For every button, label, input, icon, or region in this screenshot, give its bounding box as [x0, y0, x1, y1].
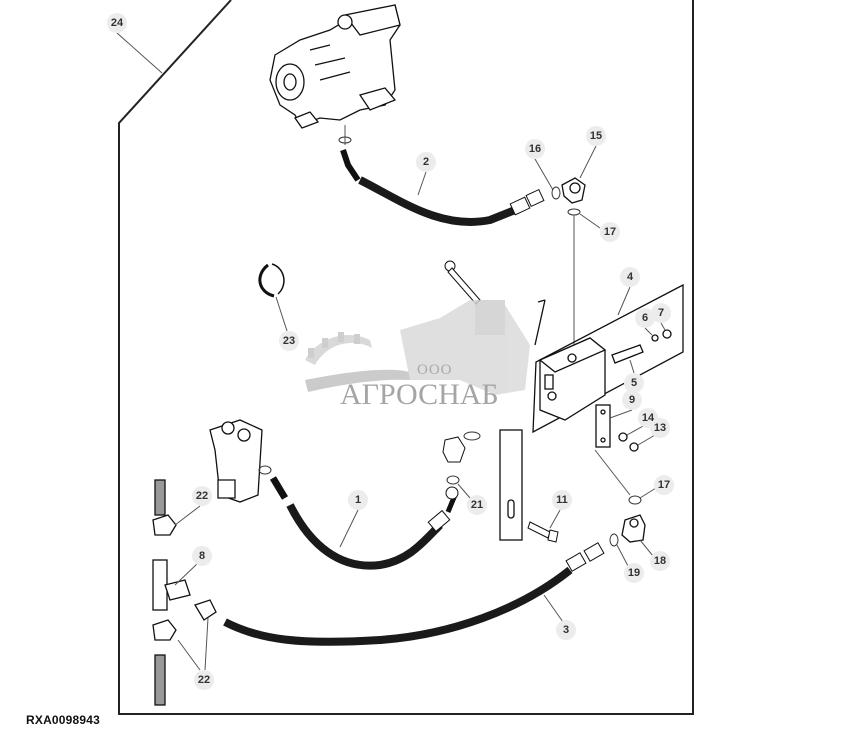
- callout-11: 11: [552, 490, 572, 510]
- hose-3-icon: [223, 542, 605, 646]
- callout-1: 1: [348, 490, 368, 510]
- callout-5: 5: [624, 373, 644, 393]
- callout-24: 24: [107, 13, 127, 33]
- callout-15: 15: [586, 126, 606, 146]
- bolt-icon: [444, 260, 481, 305]
- callout-22: 22: [194, 670, 214, 690]
- callout-3: 3: [556, 620, 576, 640]
- callout-6: 6: [635, 308, 655, 328]
- callout-2: 2: [416, 152, 436, 172]
- callout-23: 23: [279, 331, 299, 351]
- callout-18: 18: [650, 551, 670, 571]
- group-frame: [118, 0, 694, 715]
- elbow-fitting-15-icon: [561, 177, 586, 204]
- callout-8: 8: [192, 546, 212, 566]
- watermark-prefix: ООО: [417, 362, 453, 378]
- elbow-fitting-icon: [442, 436, 466, 463]
- valve-block-4-icon: [532, 283, 684, 434]
- elbow-fitting-18-icon: [621, 514, 646, 543]
- callout-9: 9: [622, 390, 642, 410]
- callout-19: 19: [624, 563, 644, 583]
- watermark-logo-icon: [305, 300, 530, 395]
- callout-4: 4: [620, 267, 640, 287]
- watermark-company-name: АГРОСНАБ: [340, 378, 499, 411]
- figure-id-label: RXA0098943: [26, 713, 101, 727]
- hose-2-icon: [340, 149, 545, 226]
- bracket-icon: [499, 404, 639, 541]
- callout-13: 13: [650, 418, 670, 438]
- callout-22: 22: [192, 486, 212, 506]
- control-valve-icon: [209, 419, 263, 503]
- bolt-11-icon: [527, 521, 559, 543]
- hydraulic-pump-icon: [269, 4, 401, 129]
- callout-7: 7: [651, 303, 671, 323]
- callout-16: 16: [525, 139, 545, 159]
- callout-17: 17: [654, 475, 674, 495]
- hose-1-icon: [269, 476, 459, 570]
- callout-21: 21: [467, 495, 487, 515]
- tee-fitting-8-icon: [152, 479, 217, 706]
- callout-17: 17: [600, 222, 620, 242]
